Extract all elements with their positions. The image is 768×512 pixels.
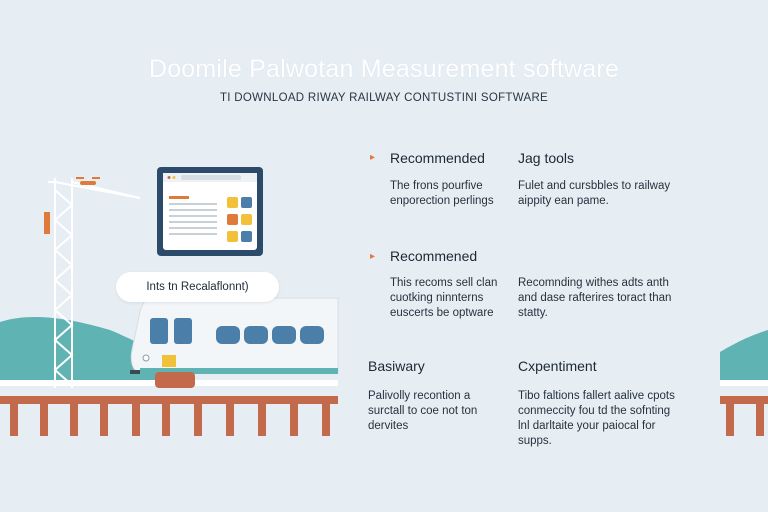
section-heading-recommened: Recommened	[390, 248, 478, 264]
section-heading-basiwary: Basiwary	[368, 358, 425, 374]
body-line: enporection perlings	[390, 195, 494, 207]
body-line: This recoms sell clan	[390, 277, 498, 289]
body-line: conmeccity fou td the sofnting	[518, 405, 671, 417]
drone-icon	[76, 177, 100, 185]
left-hill	[0, 316, 175, 380]
info-pill[interactable]: Ints tn Recalaflonnt)	[116, 272, 279, 302]
crane-weight	[44, 212, 50, 234]
crane-tower-icon	[48, 178, 141, 388]
arrow-right-icon: ▸	[370, 251, 376, 262]
bridge-deck	[0, 396, 338, 404]
body-line: aippity ean pame.	[518, 195, 609, 207]
body-line: cuotking ninnterns	[390, 292, 484, 304]
section-heading-recommended: Recommended	[390, 150, 485, 166]
section-heading-jag-tools: Jag tools	[518, 150, 575, 166]
bridge-piers	[10, 404, 764, 436]
body-line: Recomnding withes adts anth	[518, 277, 669, 289]
right-hill	[720, 330, 768, 380]
section-body-recommened: This recoms sell clan cuotking ninnterns…	[390, 276, 497, 321]
body-line: and dase rafterires toract than	[518, 292, 672, 304]
body-line: lnl darltaite your paiocal for	[518, 420, 656, 432]
section-heading-cxpentiment: Cxpentiment	[518, 358, 597, 374]
body-line: statty.	[518, 307, 548, 319]
body-line: Tibo faltions fallert aalive cpots	[518, 390, 675, 402]
section-body-jag-tools: Fulet and cursbbles to railway aippity e…	[518, 179, 670, 209]
train-icon	[130, 297, 339, 388]
section-body-cxpentiment: Tibo faltions fallert aalive cpots conme…	[518, 389, 675, 449]
page-title: Doomile Palwotan Measurement software	[148, 55, 620, 83]
body-line: supps.	[518, 435, 552, 447]
page-subtitle: TI DOWNLOAD RIWAY RAILWAY CONTUSTINI SOF…	[219, 92, 549, 104]
body-line: Palivolly recontion a	[368, 390, 471, 402]
browser-window-icon	[157, 167, 263, 256]
arrow-right-icon: ▸	[370, 152, 376, 163]
section-body-recommended: The frons pourfive enporection perlings	[390, 179, 494, 209]
body-line: dervites	[368, 420, 409, 432]
section-body-basiwary: Palivolly recontion a surctall to coe no…	[368, 389, 477, 434]
body-line: euscerts be optware	[390, 307, 494, 319]
section-body-recomnding: Recomnding withes adts anth and dase raf…	[518, 276, 671, 321]
body-line: Fulet and cursbbles to railway	[518, 180, 671, 192]
body-line: surctall to coe not ton	[368, 405, 478, 417]
body-line: The frons pourfive	[390, 180, 483, 192]
